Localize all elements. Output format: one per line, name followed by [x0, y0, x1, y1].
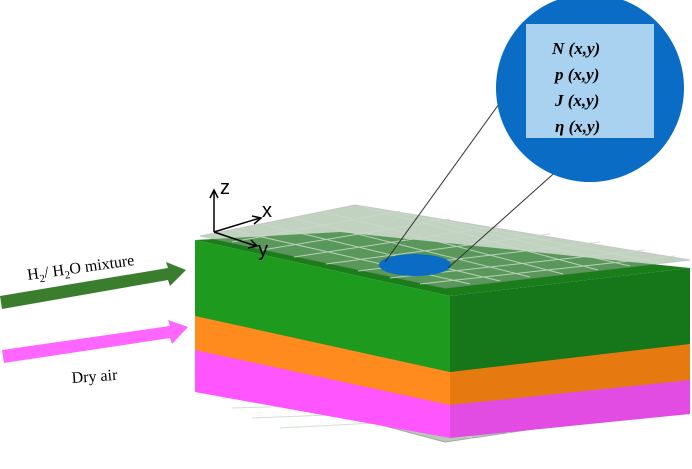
local-element-marker: [379, 254, 451, 276]
axis-y-label: y: [258, 239, 268, 261]
var-label-n: N (x,y): [551, 39, 600, 58]
fuel-inlet-arrow: [0, 262, 186, 309]
axis-x-label: x: [262, 200, 272, 222]
top-mesh-plane: [199, 204, 691, 289]
var-label-eta: η (x,y): [555, 117, 600, 136]
air-inlet-arrow: [2, 320, 188, 363]
coordinate-axes: [209, 188, 263, 249]
axis-z-label: z: [220, 177, 230, 199]
zoom-bubble: [496, 0, 684, 182]
zoom-lines: [384, 85, 561, 269]
var-label-p: p (x,y): [553, 65, 599, 84]
air-inlet-label: Dry air: [71, 367, 119, 387]
var-label-j: J (x,y): [554, 91, 599, 110]
